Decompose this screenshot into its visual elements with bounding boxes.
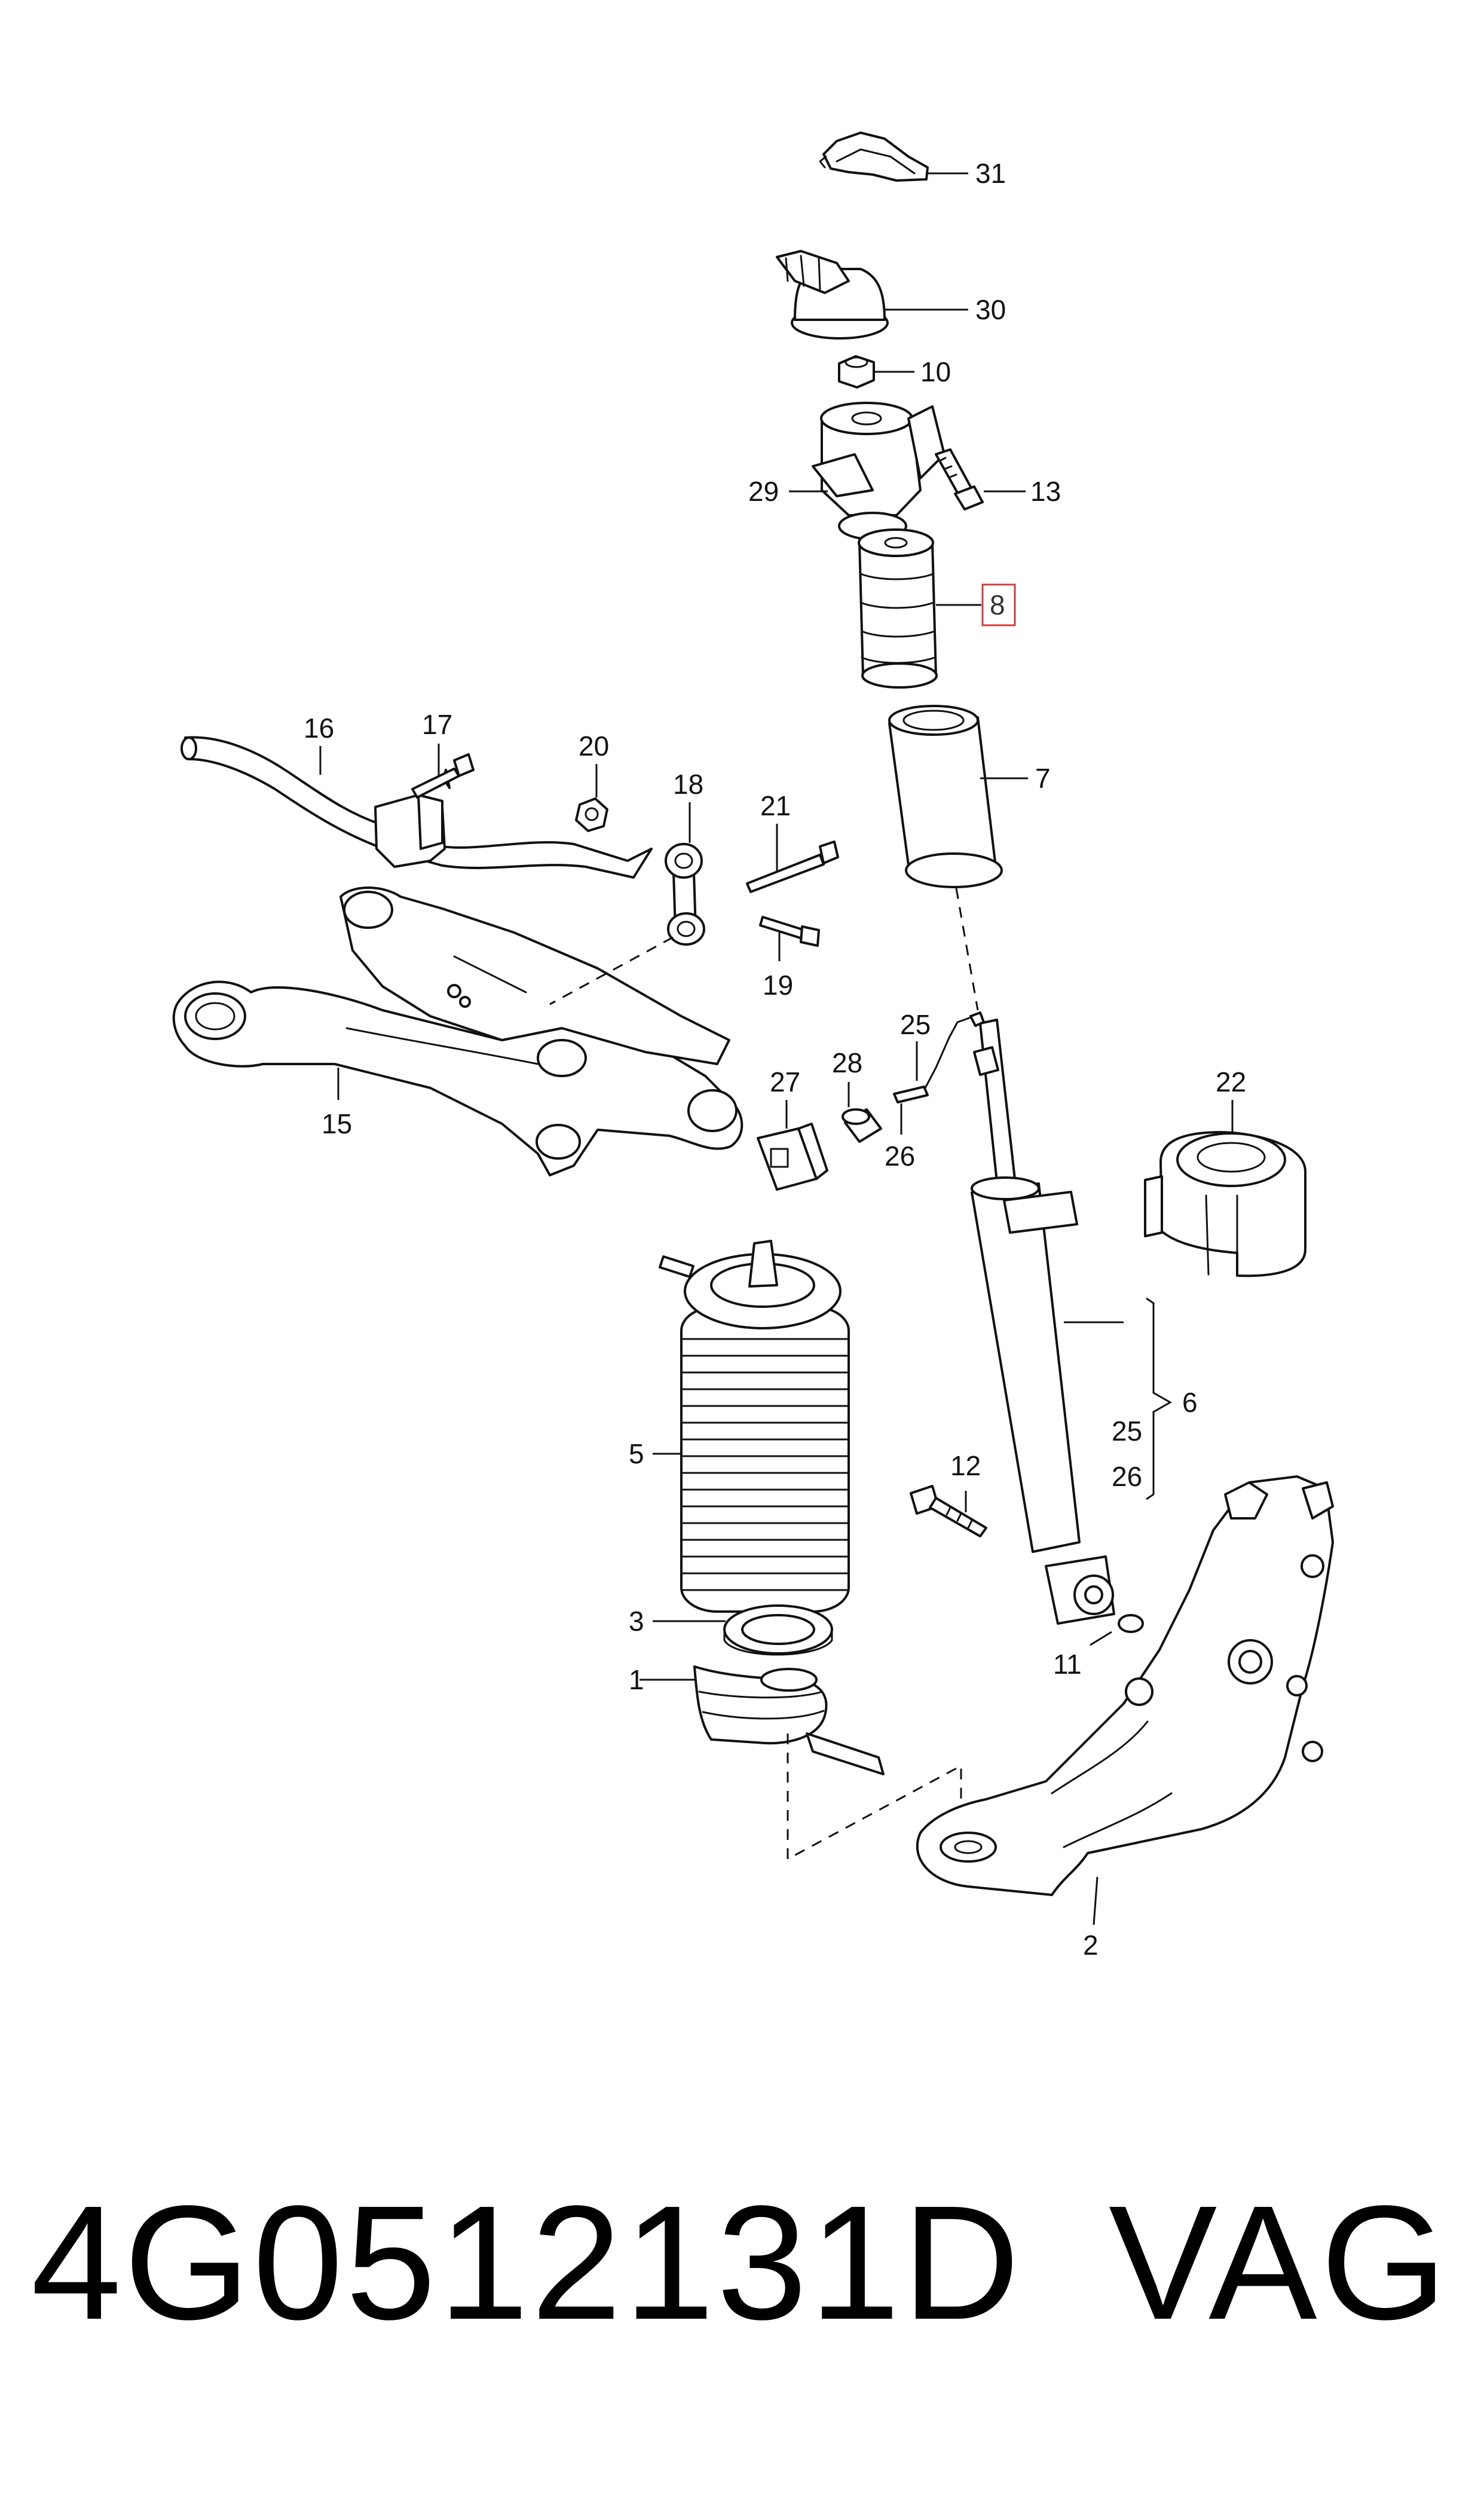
- part-25-sensor-cable: [893, 1011, 985, 1103]
- part-2-wheel-carrier: [916, 1475, 1334, 1896]
- callout-19: 19: [763, 970, 793, 1001]
- callout-6: 6: [1182, 1387, 1198, 1418]
- leader-11: [1090, 1631, 1112, 1646]
- part-1-spring-pad: [693, 1665, 885, 1775]
- callout-22: 22: [1216, 1066, 1246, 1097]
- assembly-dash-18-15: [549, 936, 674, 1005]
- brand-name: VAG: [1109, 2172, 1451, 2353]
- part-21-bolt: [746, 840, 839, 893]
- part-29-strut-mount: [812, 402, 946, 540]
- callout-7: 7: [1035, 763, 1051, 794]
- callout-8-highlight-box: [981, 583, 1016, 626]
- leader-6-bracket: [1064, 1297, 1173, 1500]
- callout-30: 30: [975, 294, 1006, 325]
- part-13-bolt: [935, 448, 984, 510]
- part-17-bolt: [411, 753, 475, 799]
- leader-2: [1093, 1876, 1099, 1925]
- callout-1: 1: [629, 1664, 644, 1695]
- callout-13: 13: [1030, 476, 1061, 507]
- callout-15: 15: [322, 1108, 352, 1139]
- callout-11: 11: [1053, 1649, 1082, 1680]
- callout-21: 21: [760, 790, 791, 821]
- part-12-bolt: [910, 1485, 987, 1537]
- callout-5: 5: [629, 1438, 644, 1469]
- callout-8: 8: [990, 589, 1005, 620]
- part-22-cover: [1144, 1131, 1306, 1277]
- part-16-stabilizer-bar: [180, 736, 653, 879]
- callout-12: 12: [950, 1450, 981, 1481]
- callout-26-bracket: 26: [1112, 1461, 1142, 1492]
- callout-3: 3: [629, 1606, 644, 1637]
- callout-17: 17: [422, 709, 452, 740]
- callout-28: 28: [832, 1047, 862, 1078]
- part-18-coupling-rod: [665, 843, 705, 946]
- callout-26: 26: [885, 1141, 915, 1172]
- part-27-connector: [757, 1123, 828, 1191]
- part-20-nut: [575, 797, 608, 832]
- assembly-dash-1-2: [787, 1734, 962, 1861]
- part-number: 4G0512131D: [31, 2172, 1023, 2353]
- part-15-subframe: [172, 886, 743, 1176]
- axis-dash-7-6: [955, 888, 979, 1011]
- part-31-bracket: [819, 132, 929, 182]
- part-10-nut: [838, 355, 875, 389]
- callout-18: 18: [673, 769, 703, 800]
- callout-31: 31: [975, 158, 1006, 189]
- part-5-air-spring: [659, 1240, 850, 1613]
- part-7-dust-sleeve: [888, 705, 1003, 888]
- part-30-mount-cap: [776, 250, 889, 340]
- callout-2: 2: [1083, 1930, 1099, 1961]
- part-6-shock-absorber: [971, 1019, 1144, 1633]
- part-3-seal-ring: [723, 1604, 833, 1656]
- footer: 4G0512131D VAG: [0, 2164, 1484, 2361]
- callout-16: 16: [304, 713, 334, 744]
- callout-29: 29: [748, 476, 779, 507]
- callout-27: 27: [770, 1066, 800, 1097]
- callout-25-bracket: 25: [1112, 1416, 1142, 1447]
- callout-20: 20: [579, 730, 609, 762]
- callout-25: 25: [900, 1009, 931, 1040]
- part-19-bolt: [759, 916, 820, 947]
- part-8-bump-stop: [858, 528, 938, 689]
- part-28-plug: [842, 1108, 882, 1143]
- callout-10: 10: [920, 356, 951, 387]
